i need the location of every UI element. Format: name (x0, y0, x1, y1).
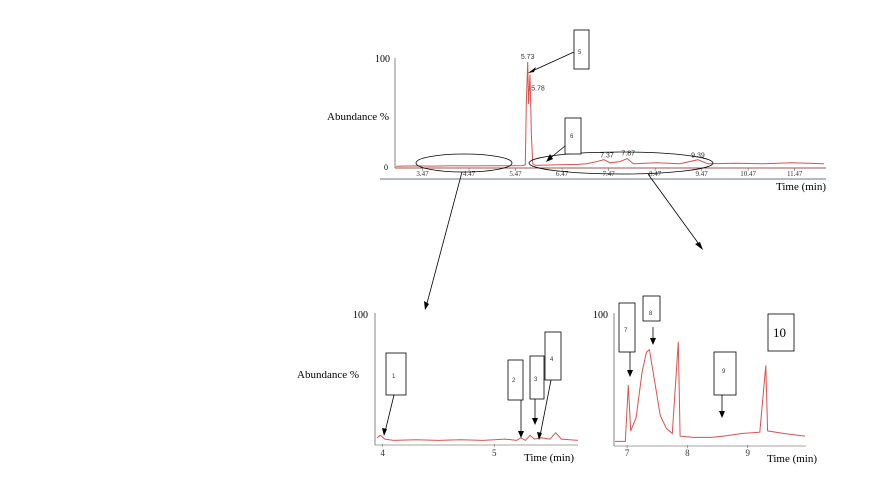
callout-label-9: 9 (722, 369, 726, 375)
callout-box-4 (544, 331, 562, 381)
main-peak-labels: 5.73 5.78 7.37 7.87 9.39 (521, 54, 705, 160)
right-x-label: Time (min) (767, 453, 817, 465)
callout-arrowhead-6 (546, 154, 553, 162)
right-ytick-100: 100 (593, 310, 608, 321)
callout-arrowhead-5 (528, 67, 536, 73)
callout-arrow-1 (384, 394, 395, 433)
callout-box-3 (529, 355, 545, 400)
callout-box-6 (564, 117, 582, 155)
main-ytick-0: 0 (384, 163, 388, 172)
callout-arrowhead-7 (627, 370, 633, 377)
callout-label-10: 10 (773, 325, 786, 340)
main-chromatogram: 100 0 Abundance % Time (min) 3.47 4.47 5.4… (327, 29, 826, 310)
main-xtick-label: 6.47 (556, 170, 569, 178)
callout-arrowhead-4 (537, 432, 542, 440)
zoom-chart-right: 100 Time (min) 7 8 9 7 8 9 10 (593, 295, 817, 465)
right-xtick-label: 7 (625, 448, 630, 458)
callout-arrowhead-8 (650, 338, 656, 345)
main-xtick-label: 9.47 (696, 170, 709, 178)
main-series-line (395, 61, 825, 167)
left-series-line (376, 431, 579, 442)
callout-box-1 (385, 352, 407, 396)
right-xtick-label: 8 (685, 448, 690, 458)
peak-label: 5.73 (521, 54, 535, 61)
callout-arrow-4 (539, 379, 552, 437)
zoom-region-1-ellipse (415, 153, 513, 173)
peak-label: 7.37 (600, 153, 614, 160)
left-xtick-label: 5 (492, 448, 497, 458)
callout-label-8: 8 (649, 311, 653, 317)
zoom-arrow-1 (425, 171, 463, 308)
main-xtick-label: 10.47 (740, 170, 756, 178)
left-xtick-label: 4 (380, 448, 385, 458)
callout-box-5 (573, 29, 590, 70)
right-xtick-label: 9 (745, 448, 750, 458)
left-ytick-100: 100 (353, 310, 368, 321)
callout-arrowhead-3 (532, 418, 538, 425)
callout-label-6: 6 (570, 134, 574, 140)
main-xtick-label: 8.47 (649, 170, 662, 178)
left-x-label: Time (min) (524, 452, 574, 464)
callout-arrowhead-1 (382, 428, 387, 436)
zoom-arrowhead-2 (695, 242, 703, 250)
main-y-label: Abundance % (327, 111, 389, 123)
right-x-ticks: 7 8 9 (625, 445, 750, 458)
callout-label-7: 7 (624, 328, 628, 334)
callout-label-3: 3 (534, 377, 538, 383)
callout-arrow-5 (529, 51, 575, 73)
callout-box-2 (507, 359, 524, 401)
callout-arrowhead-2 (518, 431, 524, 438)
callout-label-1: 1 (392, 374, 396, 380)
main-xtick-label: 5.47 (509, 170, 522, 178)
main-xtick-label: 3.47 (416, 170, 429, 178)
zoom-region-2-ellipse (528, 151, 714, 175)
callout-box-7 (618, 302, 636, 353)
zoom-arrowhead-1 (424, 301, 429, 310)
callout-box-8 (642, 295, 661, 322)
callout-label-4: 4 (550, 357, 554, 363)
main-xtick-label: 11.47 (787, 170, 803, 178)
left-y-label: Abundance % (297, 369, 359, 381)
main-x-label: Time (min) (776, 181, 826, 193)
peak-label: 7.87 (621, 151, 635, 158)
callout-box-10 (767, 313, 795, 352)
right-series-line (615, 341, 806, 442)
callout-label-5: 5 (578, 50, 582, 56)
zoom-arrow-2 (647, 173, 702, 248)
peak-label: 9.39 (691, 153, 705, 160)
callout-box-9 (713, 351, 737, 396)
peak-label: 5.78 (531, 86, 545, 93)
callout-label-2: 2 (512, 378, 516, 384)
main-xtick-label: 4.47 (463, 170, 476, 178)
callout-arrowhead-9 (719, 411, 725, 418)
main-ytick-100: 100 (375, 54, 390, 65)
